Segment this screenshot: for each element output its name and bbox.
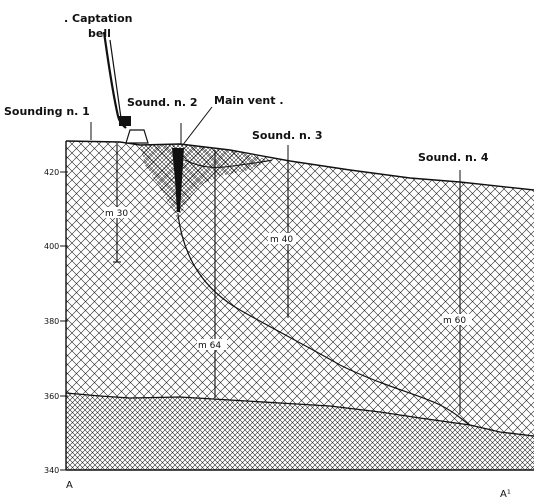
vent-zone [140, 144, 270, 220]
sounding-1-depth-label: m 30 [105, 209, 128, 219]
sounding-3: m 40 [268, 145, 296, 318]
sounding-2-depth-label: m 64 [198, 341, 221, 351]
upper-formation [66, 141, 534, 436]
tick-label-340: 340 [44, 466, 59, 475]
lower-formation [66, 393, 534, 470]
tick-label-380: 380 [44, 317, 59, 326]
captation-bell [102, 31, 149, 144]
vent-conduit [177, 214, 471, 426]
captation-bell-label-2: bell [88, 27, 111, 40]
tick-label-420: 420 [44, 168, 59, 177]
formation-boundary [65, 392, 534, 437]
sounding-2: m 64 [180, 123, 227, 398]
sounding-1-label: Sounding n. 1 [4, 105, 90, 118]
main-vent-label: Main vent . [214, 94, 284, 107]
tick-label-360: 360 [44, 392, 59, 401]
captation-bell-label-1: . Captation [64, 12, 132, 25]
sounding-4-depth-label: m 60 [443, 316, 466, 326]
section-end-left-label: A [66, 480, 73, 491]
sound-3-label: Sound. n. 3 [252, 129, 323, 142]
sounding-3-depth-label: m 40 [270, 235, 293, 245]
sound-2-label: Sound. n. 2 [127, 96, 198, 109]
tick-label-400: 400 [44, 242, 59, 251]
sounding-1: m 30 [90, 122, 130, 263]
vent-throat [172, 148, 184, 212]
sounding-4: m 60 [442, 170, 472, 414]
vent-fissure [184, 159, 273, 168]
sound-4-label: Sound. n. 4 [418, 151, 489, 164]
elevation-ticks: 420 400 380 360 340 [44, 168, 68, 475]
section-end-right-label: A¹ [500, 489, 511, 500]
main-vent-leader [181, 106, 213, 147]
